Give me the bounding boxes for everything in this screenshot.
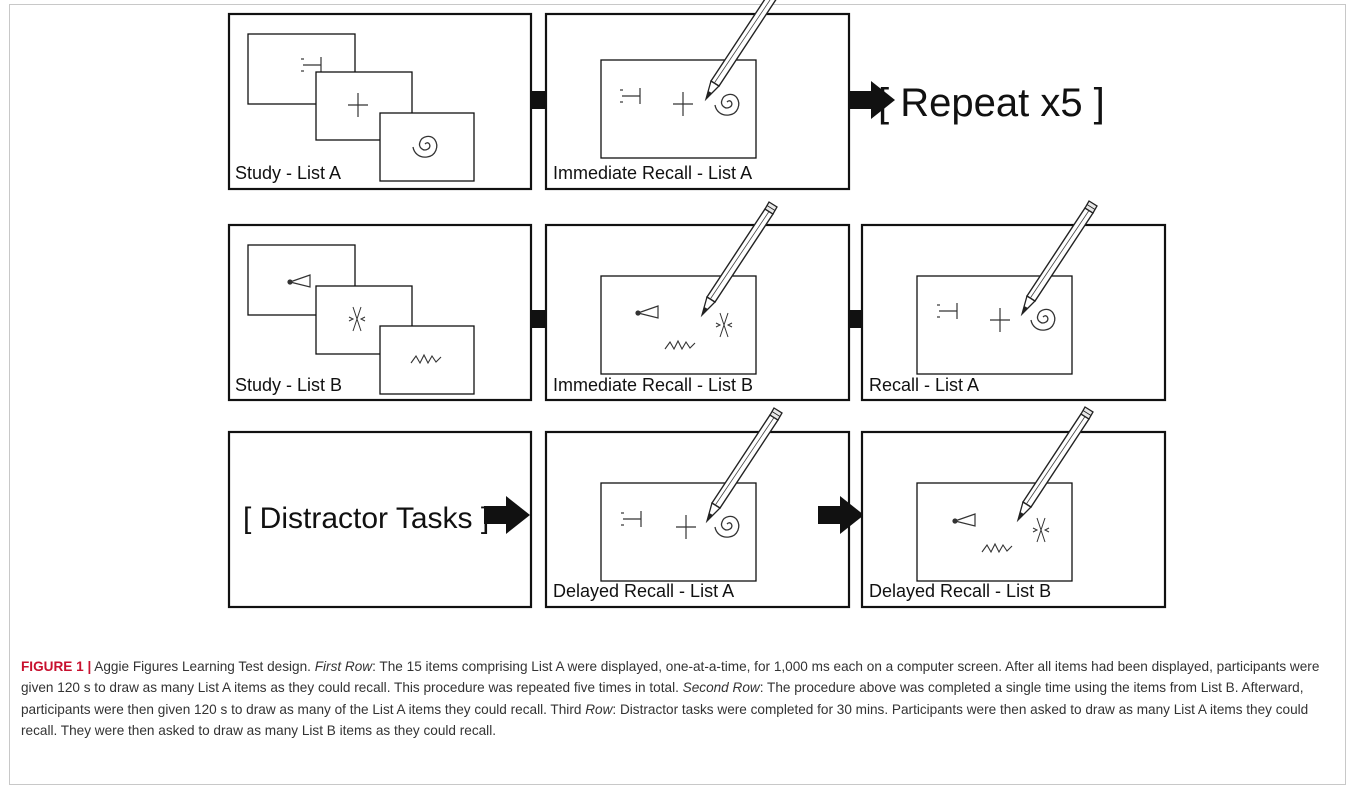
distractor-label: [ Distractor Tasks ] [243, 502, 489, 535]
study-card-3 [379, 112, 475, 182]
caption-row3-label: Row [585, 701, 613, 717]
delayed-recall-b-label: Delayed Recall - List B [869, 581, 1051, 601]
immediate-recall-b-label: Immediate Recall - List B [553, 375, 753, 395]
figure-caption: FIGURE 1 | Aggie Figures Learning Test d… [21, 656, 1336, 741]
study-list-a-label: Study - List A [235, 163, 341, 183]
caption-row1-label: First Row [314, 659, 373, 674]
figure-frame [9, 4, 1346, 785]
caption-row3-text: : Distractor tasks were completed for 30… [21, 701, 1309, 738]
delayed-recall-a-label: Delayed Recall - List A [553, 581, 734, 601]
study-card-b1 [247, 244, 356, 316]
figure-number: FIGURE 1 | [21, 659, 92, 674]
distractor-box [227, 430, 533, 609]
caption-row1-text: : The 15 items comprising List A were di… [21, 659, 1320, 696]
caption-row2-text: : The procedure above was completed a si… [21, 680, 1304, 717]
immediate-recall-a-label: Immediate Recall - List A [553, 163, 752, 183]
repeat-label: [ Repeat x5 ] [878, 81, 1105, 125]
caption-row2-label: Second Row [682, 680, 760, 696]
recall-list-a-label: Recall - List A [869, 375, 979, 395]
procedure-diagram: Study - List A Immediate Recall - List A… [227, 0, 1167, 609]
caption-title: Aggie Figures Learning Test design. [91, 659, 315, 674]
study-list-b-label: Study - List B [235, 375, 342, 395]
